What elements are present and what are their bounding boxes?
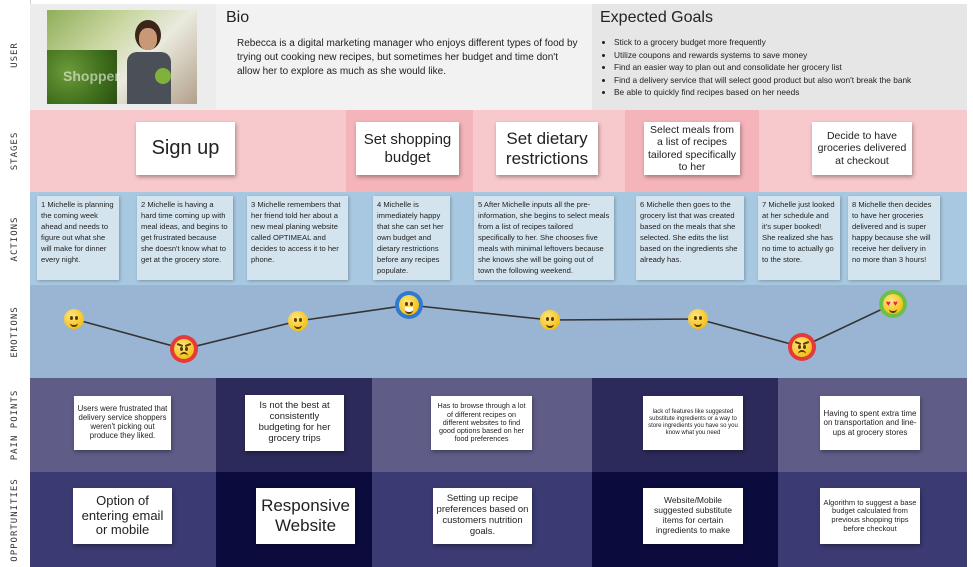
- smiling-face-icon: [60, 305, 88, 333]
- row-label-emotions-text: EMOTIONS: [10, 305, 20, 358]
- stage-groceries-delivered: Decide to have groceries delivered at ch…: [812, 122, 912, 175]
- row-label-stages: STAGES: [0, 110, 31, 192]
- action-card: 2 Michelle is having a hard time coming …: [137, 196, 233, 280]
- stage-set-dietary-restrictions: Set dietary restrictions: [496, 122, 598, 175]
- action-card: 3 Michelle remembers that her friend tol…: [247, 196, 348, 280]
- emotions-band: ♥♥: [30, 285, 967, 378]
- pain-point-card: Having to spent extra time on transporta…: [820, 396, 920, 450]
- persona-photo-caption: Shopper: [63, 68, 120, 84]
- action-card: 7 Michelle just looked at her schedule a…: [758, 196, 840, 280]
- opportunity-card: Setting up recipe preferences based on c…: [433, 488, 532, 544]
- persona-photo: Shopper: [47, 10, 197, 104]
- row-label-pain-points-text: PAIN POINTS: [10, 389, 20, 461]
- smiling-face-icon: [536, 306, 564, 334]
- goals-panel: Expected Goals Stick to a grocery budget…: [592, 4, 967, 110]
- action-card: 5 After Michelle inputs all the pre-info…: [474, 196, 614, 280]
- emotion-curve: [73, 303, 894, 350]
- smiling-face-icon: [284, 307, 312, 335]
- opportunities-band: Option of entering email or mobile Respo…: [30, 472, 967, 567]
- goal-item: Find a delivery service that will select…: [614, 74, 973, 87]
- row-label-user: USER: [0, 0, 31, 110]
- row-label-user-text: USER: [10, 42, 20, 68]
- heart-eyes-face-icon: ♥♥: [879, 290, 907, 318]
- angry-face-icon: [788, 333, 816, 361]
- bio-title: Bio: [226, 9, 250, 26]
- pain-point-card: Users were frustrated that delivery serv…: [74, 396, 171, 450]
- opportunity-card: Responsive Website: [256, 488, 355, 544]
- goal-item: Find an easier way to plan out and conso…: [614, 61, 973, 74]
- bio-text: Rebecca is a digital marketing manager w…: [237, 38, 578, 77]
- user-band: Shopper Bio Rebecca is a digital marketi…: [30, 4, 967, 110]
- bio-panel: Bio Rebecca is a digital marketing manag…: [216, 4, 592, 110]
- pain-point-card: lack of features like suggested substitu…: [643, 396, 743, 450]
- action-card: 6 Michelle then goes to the grocery list…: [636, 196, 744, 280]
- row-label-stages-text: STAGES: [10, 131, 20, 171]
- stage-sign-up: Sign up: [136, 122, 235, 175]
- row-label-pain-points: PAIN POINTS: [0, 378, 31, 472]
- goal-item: Utilize coupons and rewards systems to s…: [614, 49, 973, 62]
- pain-point-card: Has to browse through a lot of different…: [431, 396, 532, 450]
- opportunity-card: Website/Mobile suggested substitute item…: [643, 488, 743, 544]
- pain-point-card: Is not the best at consistently budgetin…: [245, 395, 344, 451]
- goals-list: Stick to a grocery budget more frequentl…: [604, 36, 973, 99]
- row-label-opportunities-text: OPPORTUNITIES: [10, 477, 20, 562]
- actions-band: 1 Michelle is planning the coming week a…: [30, 192, 967, 285]
- pain-points-band: Users were frustrated that delivery serv…: [30, 378, 967, 472]
- row-label-emotions: EMOTIONS: [0, 285, 31, 378]
- stage-set-shopping-budget: Set shopping budget: [356, 122, 459, 175]
- persona-panel: Shopper: [30, 4, 216, 110]
- action-card: 4 Michelle is immediately happy that she…: [373, 196, 450, 280]
- smiling-face-icon: [684, 305, 712, 333]
- stage-select-meals: Select meals from a list of recipes tail…: [644, 122, 740, 175]
- goals-title: Expected Goals: [600, 9, 713, 26]
- stages-band: Sign up Set shopping budget Set dietary …: [30, 110, 967, 192]
- row-label-opportunities: OPPORTUNITIES: [0, 472, 31, 567]
- angry-face-icon: [170, 335, 198, 363]
- row-label-actions-text: ACTIONS: [10, 216, 20, 261]
- grinning-face-icon: [395, 291, 423, 319]
- opportunity-card: Algorithm to suggest a base budget calcu…: [820, 488, 920, 544]
- action-card: 1 Michelle is planning the coming week a…: [37, 196, 119, 280]
- goal-item: Stick to a grocery budget more frequentl…: [614, 36, 973, 49]
- row-label-actions: ACTIONS: [0, 192, 31, 285]
- opportunity-card: Option of entering email or mobile: [73, 488, 172, 544]
- action-card: 8 Michelle then decides to have her groc…: [848, 196, 940, 280]
- goal-item: Be able to quickly find recipes based on…: [614, 86, 973, 99]
